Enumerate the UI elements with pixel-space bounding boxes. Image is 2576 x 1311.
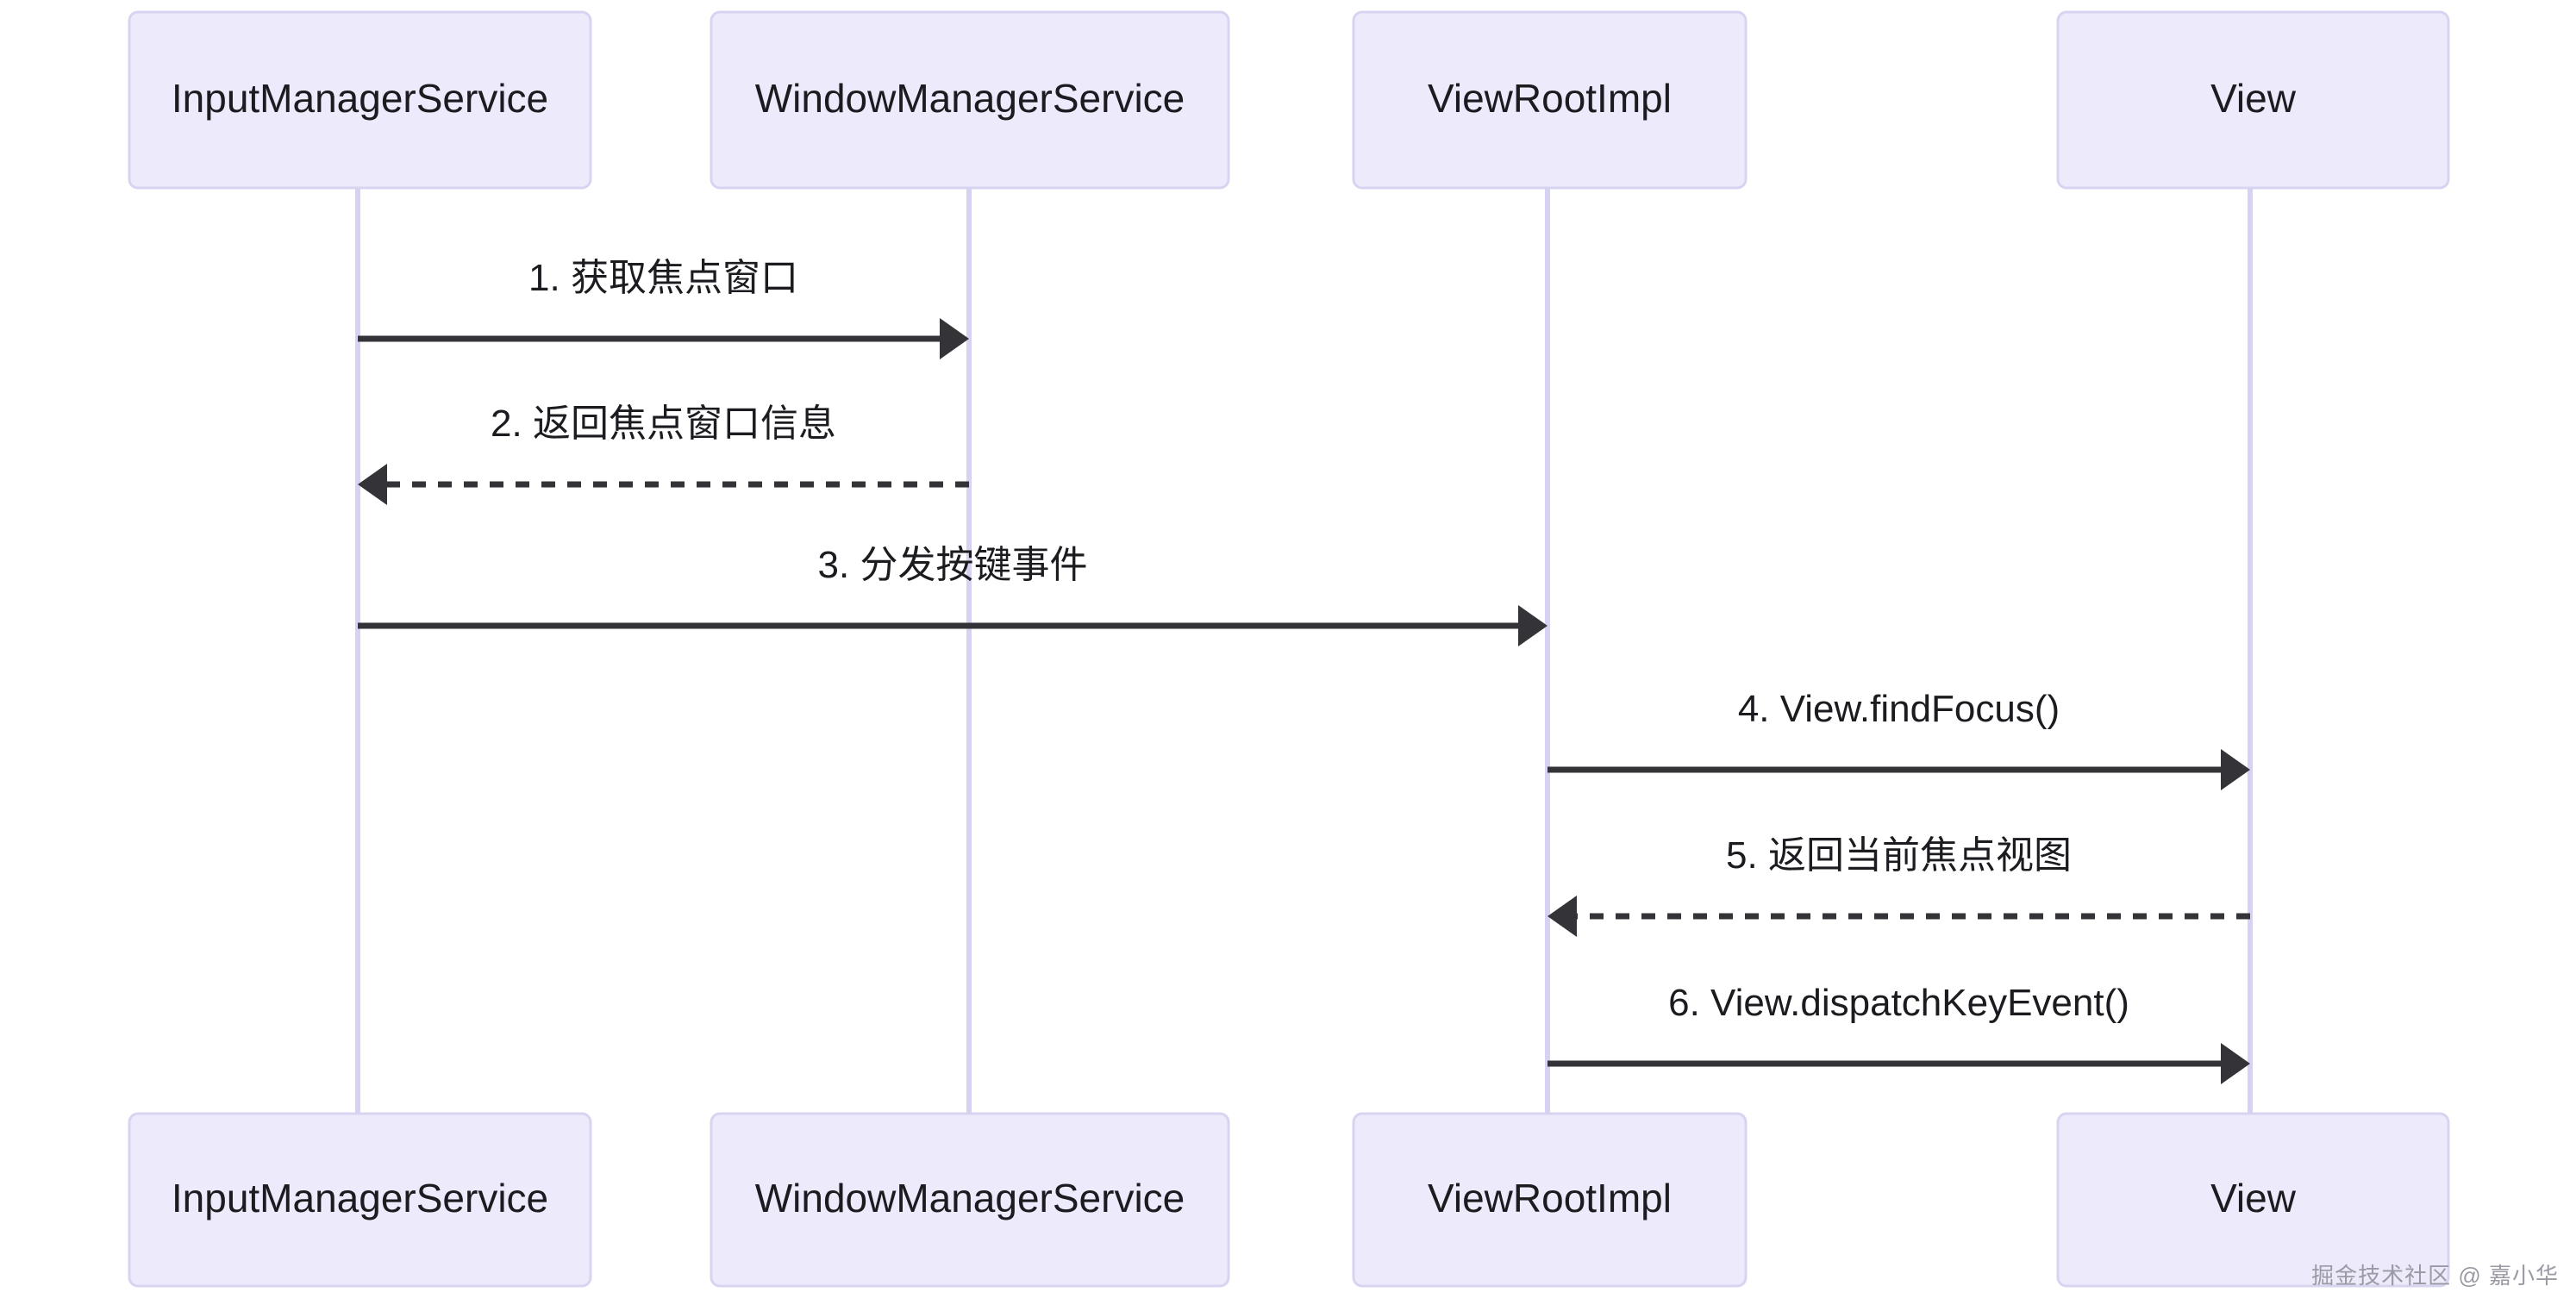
message-arrowhead-2 [358,464,387,505]
actor-box-background [128,10,592,190]
message-arrowhead-1 [940,318,969,359]
message-arrowhead-6 [2221,1043,2250,1084]
message-label-3: 3. 分发按键事件 [818,544,1088,586]
actor-box-background [2056,1112,2450,1288]
message-2[interactable]: 2. 返回焦点窗口信息 [358,403,969,505]
messages-group: 1. 获取焦点窗口 2. 返回焦点窗口信息 3. 分发按键事件 4. View.fin… [358,257,2250,1084]
message-5[interactable]: 5. 返回当前焦点视图 [1547,834,2250,937]
actor-label-ims: InputManagerService [172,1176,548,1220]
actor-box-background [710,10,1230,190]
message-arrowhead-3 [1518,605,1547,646]
actor-box-view-top[interactable]: View [2056,10,2450,190]
actor-box-vri-top[interactable]: ViewRootImpl [1352,10,1748,190]
actor-label-vri: ViewRootImpl [1428,1176,1672,1220]
actor-box-background [1352,1112,1748,1288]
message-label-4: 4. View.findFocus() [1738,688,2060,730]
actor-box-vri-bottom[interactable]: ViewRootImpl [1352,1112,1748,1288]
actor-label-view: View [2210,1176,2297,1220]
message-label-1: 1. 获取焦点窗口 [528,257,798,299]
message-6[interactable]: 6. View.dispatchKeyEvent() [1547,982,2250,1084]
actor-box-background [128,1112,592,1288]
message-arrowhead-4 [2221,749,2250,790]
message-arrowhead-5 [1547,896,1577,937]
watermark: 掘金技术社区 @ 嘉小华 [2311,1263,2559,1289]
actor-label-wms: WindowManagerService [755,76,1185,121]
message-label-2: 2. 返回焦点窗口信息 [491,403,836,445]
message-label-5: 5. 返回当前焦点视图 [1726,834,2072,877]
actor-box-wms-top[interactable]: WindowManagerService [710,10,1230,190]
actor-box-view-bottom[interactable]: View [2056,1112,2450,1288]
actor-box-wms-bottom[interactable]: WindowManagerService [710,1112,1230,1288]
actor-box-ims-top[interactable]: InputManagerService [128,10,592,190]
message-1[interactable]: 1. 获取焦点窗口 [358,257,969,359]
actor-box-ims-bottom[interactable]: InputManagerService [128,1112,592,1288]
actor-box-background [1352,10,1748,190]
actor-label-view: View [2210,76,2297,121]
message-4[interactable]: 4. View.findFocus() [1547,688,2250,790]
actor-box-background [2056,10,2450,190]
actor-box-background [710,1112,1230,1288]
actor-label-ims: InputManagerService [172,76,548,121]
actor-label-vri: ViewRootImpl [1428,76,1672,121]
actor-label-wms: WindowManagerService [755,1176,1185,1220]
message-3[interactable]: 3. 分发按键事件 [358,544,1547,646]
message-label-6: 6. View.dispatchKeyEvent() [1668,982,2129,1024]
lifelines-group [355,188,2253,1114]
